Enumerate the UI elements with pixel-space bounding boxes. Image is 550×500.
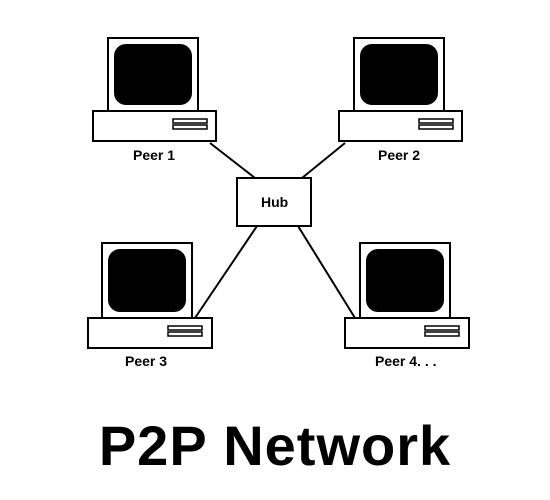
screen	[114, 44, 192, 105]
drive-slot	[424, 331, 460, 337]
connections	[194, 142, 356, 319]
drive-slot	[424, 325, 460, 331]
drive-slot	[167, 331, 203, 337]
peer-label-1: Peer 1	[133, 147, 175, 163]
hub-label: Hub	[261, 194, 288, 210]
base-unit-icon	[338, 110, 463, 142]
peer-label-4: Peer 4. . .	[375, 353, 436, 369]
drive-slot	[172, 118, 208, 124]
base-unit-icon	[92, 110, 217, 142]
drive-slot	[167, 325, 203, 331]
peer-computer-3: Peer 3	[87, 242, 213, 369]
base-unit-icon	[87, 317, 213, 349]
diagram-title: P2P Network	[99, 414, 451, 477]
connection-hub-peer-2	[301, 142, 346, 179]
peer-label-2: Peer 2	[378, 147, 420, 163]
hub-box	[236, 177, 312, 227]
connection-hub-peer-1	[209, 142, 256, 179]
screen	[366, 249, 444, 312]
connection-hub-peer-3	[194, 225, 258, 319]
drive-slot	[172, 124, 208, 130]
screen	[360, 44, 438, 105]
peer-computer-4: Peer 4. . .	[344, 242, 470, 369]
base-unit-icon	[344, 317, 470, 349]
peer-computer-1: Peer 1	[92, 37, 217, 163]
peer-label-3: Peer 3	[125, 353, 167, 369]
drive-slot	[418, 118, 454, 124]
screen	[108, 249, 186, 312]
connection-hub-peer-4	[297, 225, 356, 319]
hub: Hub	[236, 177, 312, 227]
peer-computer-2: Peer 2	[338, 37, 463, 163]
drive-slot	[418, 124, 454, 130]
